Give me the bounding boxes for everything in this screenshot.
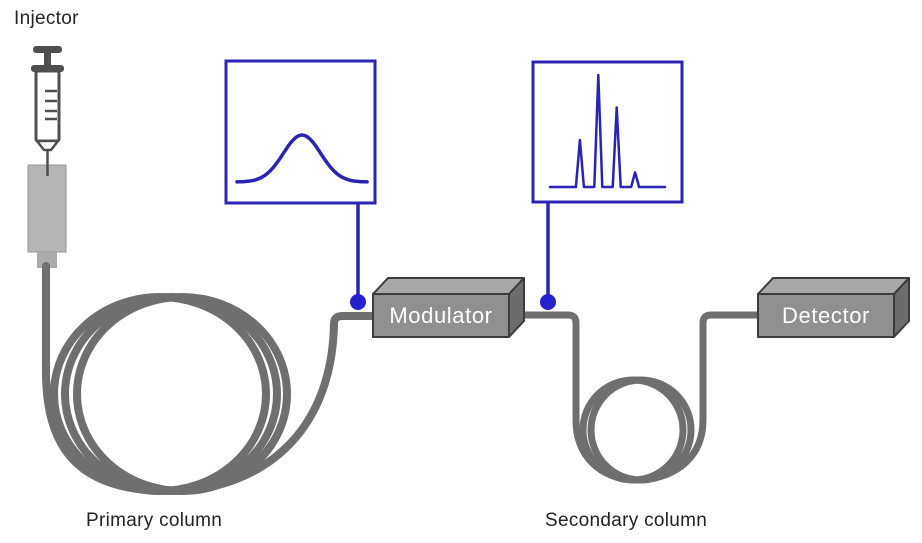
primary-column-loop-1 — [50, 293, 270, 495]
primary-column-loop-3 — [73, 293, 291, 495]
secondary-chromatogram-frame — [531, 60, 684, 204]
modulator-front-face — [372, 293, 510, 338]
secondary-column — [516, 311, 764, 484]
secondary-column-label: Secondary column — [545, 510, 708, 531]
syringe-taper — [35, 139, 60, 152]
primary-column — [42, 262, 380, 495]
syringe-plunger-cap — [33, 46, 62, 53]
detector-top-face — [757, 277, 910, 295]
modulator-box: Modulator — [372, 277, 525, 338]
detector-box: Detector — [757, 277, 910, 338]
injector-label: Injector — [14, 8, 79, 29]
secondary-column-loop-2 — [587, 376, 695, 484]
secondary-tap-dot — [540, 294, 556, 310]
secondary-chromatogram-inset — [531, 60, 684, 310]
broad-peak-curve — [235, 133, 369, 184]
syringe-icon — [31, 46, 64, 176]
sharp-peaks-curve — [548, 73, 667, 189]
modulator-top-face — [372, 277, 525, 295]
injector-port — [27, 164, 67, 268]
secondary-column-loop-1 — [579, 376, 687, 484]
primary-column-label: Primary column — [86, 510, 223, 531]
detector-label: Detector — [782, 303, 870, 328]
modulator-label: Modulator — [389, 303, 492, 328]
detector-front-face — [757, 293, 895, 338]
syringe-barrel — [34, 69, 61, 143]
primary-tap-dot — [350, 294, 366, 310]
syringe-graduations — [45, 89, 57, 121]
injector-port-body — [27, 164, 67, 253]
primary-column-outlet-tube — [178, 312, 380, 495]
secondary-column-inlet-tube — [516, 311, 640, 484]
secondary-column-outlet-tube — [637, 311, 764, 484]
syringe-plunger-stem — [44, 52, 51, 67]
primary-column-loop-2 — [61, 293, 281, 495]
primary-chromatogram-inset — [224, 59, 377, 310]
injector-port-fitting — [37, 252, 57, 268]
